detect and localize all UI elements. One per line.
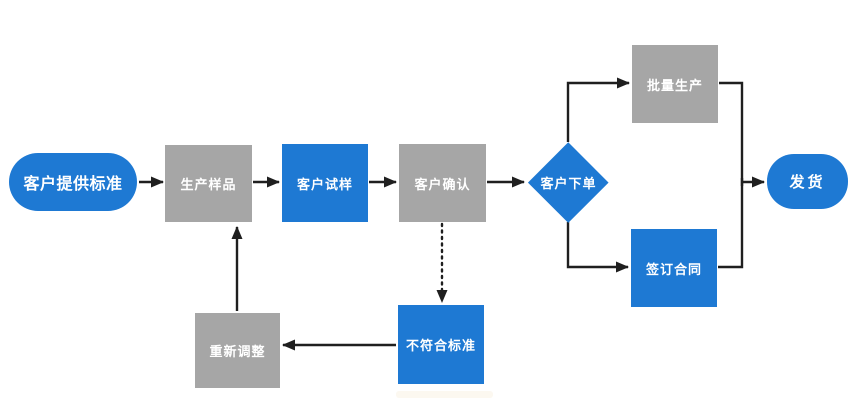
edge-sign-contract-to-merge [718,178,744,269]
node-readjust[interactable]: 重新调整 [195,313,280,388]
edge-order-to-sign-contract [566,222,629,273]
node-ship-goods[interactable]: 发货 [767,154,848,209]
edge-order-to-mass-production [566,77,630,142]
node-not-meet-standard[interactable]: 不符合标准 [398,305,484,384]
node-customer-confirm[interactable]: 客户确认 [399,144,486,222]
node-customer-provides-standard[interactable]: 客户提供标准 [9,153,137,211]
node-sign-contract[interactable]: 签订合同 [631,229,717,307]
edge-mass-production-to-merge [719,81,744,186]
node-produce-sample[interactable]: 生产样品 [165,145,252,222]
watermark-smudge [396,391,493,398]
node-customer-trial-sample[interactable]: 客户试样 [282,144,368,222]
node-mass-production[interactable]: 批量生产 [632,45,718,123]
